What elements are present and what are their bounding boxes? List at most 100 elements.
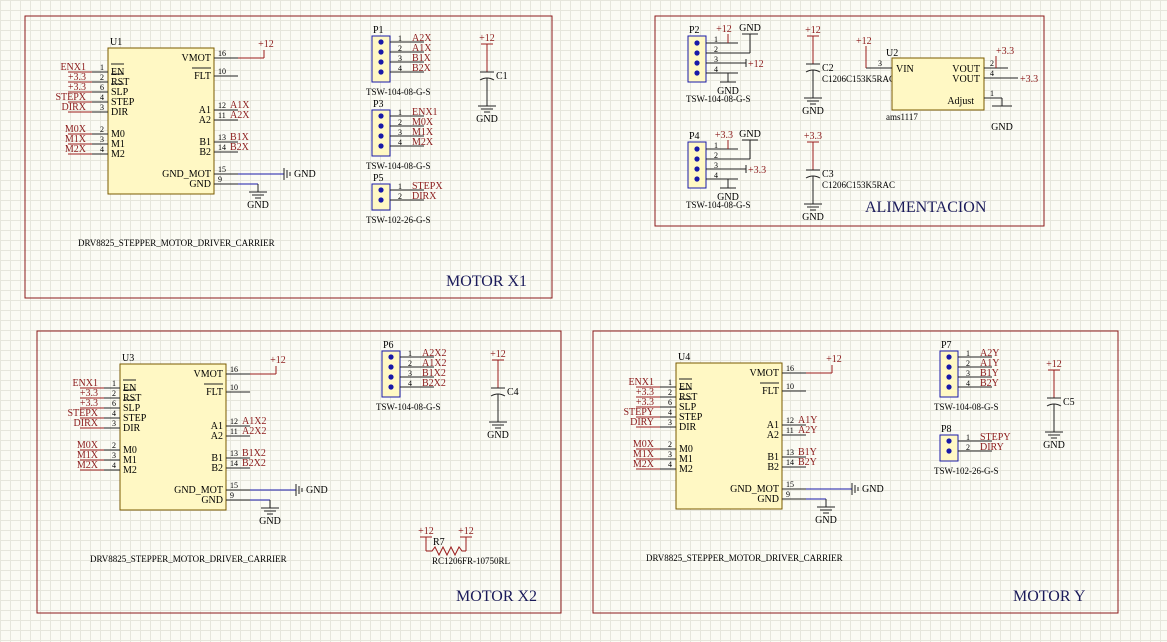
connector-pin-dot [378,59,384,65]
regulator-pin-vin: VIN [896,64,914,75]
driver-pin-label-slp: SLP [111,87,129,98]
regulator-adj-net: GND [991,122,1013,133]
driver-u4[interactable]: U4EN1ENX1RST2+3.3SLP6+3.3STEP4STEPYDIR3D… [623,352,883,563]
ground-label: GND [259,516,281,527]
res-part-name: RC1206FR-10750RL [432,556,510,566]
res-designator: R7 [433,537,445,548]
connector-pin-dot [694,166,700,172]
driver-net-vmot: +12 [258,39,274,50]
connector-body [939,350,959,398]
driver-net-enx1: ENX1 [72,378,98,389]
connector-top-gnd: GND [739,23,761,34]
driver-pin-number: 3 [100,135,104,144]
driver-pin-label-step: STEP [123,413,147,424]
connector-pin-number: 2 [398,44,402,53]
driver-net-m2x: M2X [633,459,655,470]
driver-pin-number: 15 [786,480,794,489]
ground-label: GND [247,200,269,211]
connector-pin-dot [378,133,384,139]
connector-pin-dot [378,143,384,149]
driver-pin-number: 16 [218,49,226,58]
cap-designator: C1 [496,71,508,82]
connector-net-a1x2: A1X2 [422,358,446,369]
connector-pin-dot [378,49,384,55]
driver-pin-label-m1: M1 [679,454,693,465]
connector-pin-dot [388,384,394,390]
frame-motor-y [592,330,1119,614]
connector-pin-dot [694,156,700,162]
title-motor-x1: MOTOR X1 [446,273,527,290]
connector-pin-number: 1 [966,433,970,442]
driver-pin-label-a1: A1 [767,420,779,431]
driver-designator: U3 [122,353,134,364]
driver-pin-label-dir: DIR [679,422,697,433]
connector-net-a1y: A1Y [980,358,999,369]
frame-motor-x2 [36,330,562,614]
driver-pin-number: 15 [230,481,238,490]
driver-net-enx1: ENX1 [628,377,654,388]
connector-body [371,183,391,211]
connector-pin-dot [378,113,384,119]
connector-pin-number: 1 [714,141,718,150]
regulator-out-net: +3.3 [1020,74,1038,85]
connector-pin-number: 1 [966,349,970,358]
regulator-pin-number: 4 [990,69,994,78]
driver-pin-label-rst: RST [679,392,697,403]
driver-net-m2x: M2X [77,460,99,471]
driver-net-a2x2: A2X2 [242,426,266,437]
connector-net-stepy: STEPY [980,432,1011,443]
connector-body [939,434,959,462]
connector-net-a2x: A2X [412,33,432,44]
connector-pin-number: 2 [714,45,718,54]
power-net-label: +3.3 [804,131,822,142]
driver-u3[interactable]: U3EN1ENX1RST2+3.3SLP6+3.3STEP4STEPXDIR3D… [67,353,327,564]
driver-pin-label-dir: DIR [111,107,129,118]
ground-label: GND [815,515,837,526]
connector-designator: P3 [373,99,384,110]
driver-u1[interactable]: U1EN1ENX1RST2+3.3SLP6+3.3STEP4STEPXDIR3D… [55,37,315,248]
connector-designator: P2 [689,25,700,36]
cap-designator: C2 [822,63,834,74]
driver-pin-label-b2: B2 [199,147,211,158]
ground-label: GND [802,106,824,117]
power-net-label: +12 [490,349,506,360]
ground-label: GND [487,430,509,441]
connector-pin-number: 4 [714,65,718,74]
driver-body [675,362,783,510]
driver-net-m1x: M1X [65,134,87,145]
driver-pin-label-m1: M1 [123,455,137,466]
connector-part-name: TSW-104-08-G-S [366,87,431,97]
driver-pin-number: 1 [668,378,672,387]
regulator-in-net: +12 [856,36,872,47]
driver-net-b1x2: B1X2 [242,448,266,459]
title-motor-x2: MOTOR X2 [456,588,537,605]
connector-side-net: +3.3 [748,165,766,176]
driver-pin-number: 4 [100,93,104,102]
connector-part-name: TSW-104-08-G-S [686,94,751,104]
connector-pin-number: 4 [966,379,970,388]
power-net-label: +12 [458,526,474,537]
connector-pin-dot [694,146,700,152]
driver-pin-number: 2 [112,389,116,398]
connector-net-b2x2: B2X2 [422,378,446,389]
connector-part-name: TSW-104-08-G-S [376,402,441,412]
driver-net-diry: DIRY [630,417,654,428]
ground-label: GND [802,212,824,223]
